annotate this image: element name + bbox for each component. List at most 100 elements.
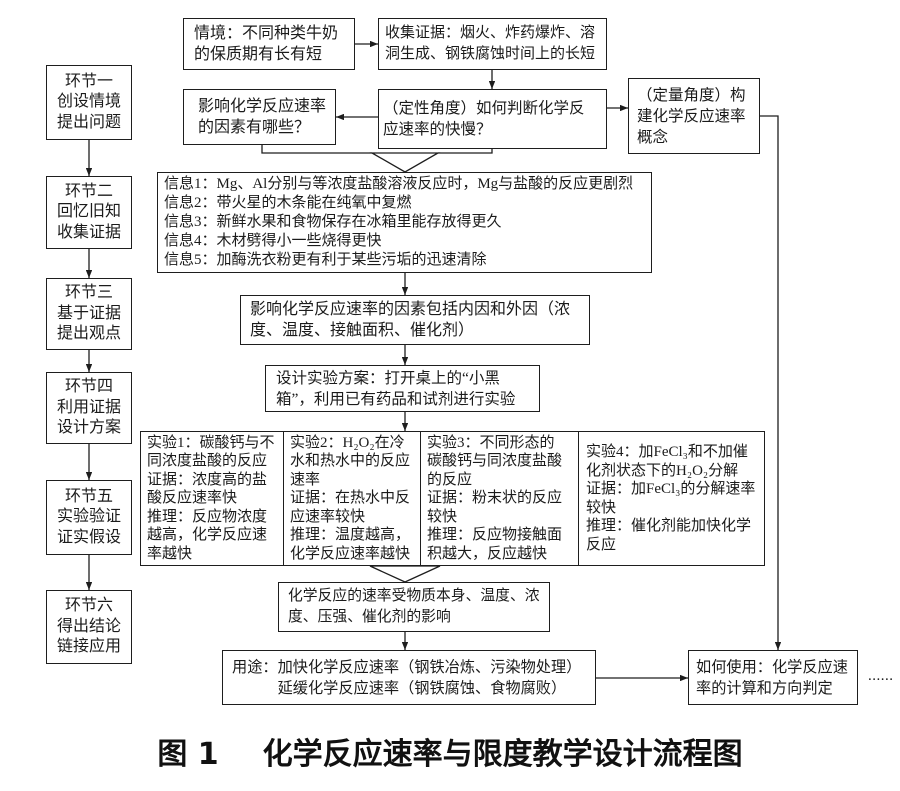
usage-line: 如何使用：化学反应速	[696, 658, 848, 676]
design-line: 设计实验方案：打开桌上的“小黑	[276, 369, 500, 387]
information-item: 信息3：新鲜水果和食物保存在冰箱里能存放得更久	[164, 214, 502, 230]
stage-box-5: 环节五 实验验证 证实假设	[46, 480, 132, 555]
continuation-ellipsis: ......	[868, 668, 894, 684]
quantitative-line: 概念	[637, 128, 669, 146]
stage-box-4: 环节四 利用证据 设计方案	[46, 372, 132, 444]
context-box: 情境：不同种类牛奶 的保质期有长有短	[183, 18, 355, 70]
experiment-line: 率越快	[147, 545, 193, 562]
experiment-line: 水和热水中的反应	[290, 453, 411, 470]
conclusion-box: 化学反应的速率受物质本身、温度、浓 度、压强、催化剂的影响	[278, 582, 550, 632]
evidence-line: 收集证据：烟火、炸药爆炸、溶	[385, 25, 596, 41]
experiment-line: 较快	[427, 508, 458, 525]
experiment-line: 证据：加FeCl₃的分解速率	[586, 481, 756, 497]
usage-box: 如何使用：化学反应速 率的计算和方向判定	[688, 650, 858, 705]
stage-label: 环节三	[64, 284, 113, 302]
design-line: 箱”，利用已有药品和试剂进行实验	[276, 390, 516, 408]
information-item: 信息2：带火星的木条能在纯氧中复燃	[164, 195, 412, 211]
factors-question-box: 影响化学反应速率 的因素有哪些？	[183, 89, 336, 145]
experiment-line: 同浓度盐酸的反应	[147, 453, 268, 470]
experiment-line: 越高，化学反应速	[147, 527, 268, 544]
experiment-line: 应速率较快	[290, 508, 366, 525]
application-box: 用途：加快化学反应速率（钢铁冶炼、污染物处理） 延缓化学反应速率（钢铁腐蚀、食物…	[222, 650, 596, 705]
application-line: 延缓化学反应速率（钢铁腐蚀、食物腐败）	[277, 679, 567, 697]
information-item: 信息1：Mg、Al分别与等浓度盐酸溶液反应时，Mg与盐酸的反应更剧烈	[164, 176, 634, 192]
stage-box-6: 环节六 得出结论 链接应用	[46, 590, 132, 664]
stage-description-line: 回忆旧知	[56, 203, 121, 221]
experiment-line: 积越大，反应越快	[427, 545, 548, 562]
experiment-line: 证据：浓度高的盐	[147, 471, 268, 488]
figure-title: 化学反应速率与限度教学设计流程图	[262, 737, 743, 772]
factors-question-line: 的因素有哪些？	[198, 119, 311, 136]
experiment-line: 实验2：H₂O₂在冷	[290, 434, 405, 451]
experiment-line: 化剂状态下的H₂O₂分解	[586, 462, 739, 479]
experiment-line: 推理：催化剂能加快化学	[586, 518, 752, 534]
stage-description-line: 基于证据	[56, 304, 121, 322]
arrow-quantitative-to-usage	[760, 115, 782, 650]
stage-description-line: 提出问题	[56, 113, 121, 131]
qualitative-line: 应速率的快慢？	[383, 121, 492, 138]
factors-question-line: 影响化学反应速率	[198, 98, 327, 115]
stage-description-line: 证实假设	[56, 528, 121, 546]
experiment-line: 实验1：碳酸钙与不	[147, 434, 275, 451]
stage-box-2: 环节二 回忆旧知 收集证据	[46, 176, 132, 249]
experiment-box-1: 实验1：碳酸钙与不 同浓度盐酸的反应 证据：浓度高的盐 酸反应速率快 推理：反应…	[140, 431, 284, 566]
experiment-line: 酸反应速率快	[147, 490, 238, 507]
evidence-line: 洞生成、钢铁腐蚀时间上的长短	[385, 46, 596, 62]
information-item: 信息4：木材劈得小一些烧得更快	[164, 233, 382, 249]
conclusion-line: 度、压强、催化剂的影响	[288, 609, 451, 625]
block-arrow-to-information	[369, 152, 441, 173]
information-item: 信息5：加酶洗衣粉更有利于某些污垢的迅速清除	[164, 252, 487, 268]
application-line: 用途：加快化学反应速率（钢铁冶炼、污染物处理）	[232, 658, 582, 676]
quantitative-line: 建化学反应速率	[637, 107, 746, 125]
figure-label: 图 1	[157, 737, 219, 772]
qualitative-line: （定性角度）如何判断化学反	[383, 100, 585, 117]
context-line: 情境：不同种类牛奶	[194, 25, 339, 42]
stage-description-line: 得出结论	[56, 617, 121, 635]
experiment-line: 速率	[290, 471, 321, 488]
stage-description-line: 实验验证	[56, 508, 121, 526]
experiment-box-3: 实验3：不同形态的 碳酸钙与同浓度盐酸 的反应 证据：粉末状的反应 较快 推理：…	[420, 431, 579, 566]
stage-description-line: 创设情境	[56, 93, 121, 111]
stage-description-line: 链接应用	[56, 638, 121, 656]
experiment-line: 的反应	[427, 471, 473, 488]
experiment-box-2: 实验2：H₂O₂在冷 水和热水中的反应 速率 证据：在热水中反 应速率较快 推理…	[283, 431, 421, 566]
context-line: 的保质期有长有短	[194, 46, 323, 63]
connector-qualitative-merge	[438, 149, 493, 154]
viewpoint-box: 影响化学反应速率的因素包括内因和外因（浓 度、温度、接触面积、催化剂）	[240, 295, 590, 345]
experiment-line: 反应	[586, 536, 617, 553]
viewpoint-line: 度、温度、接触面积、催化剂）	[250, 322, 475, 339]
experiment-line: 实验3：不同形态的	[427, 434, 555, 451]
stage-label: 环节五	[64, 487, 113, 505]
experiment-line: 化学反应速率越快	[290, 545, 411, 562]
experiment-design-box: 设计实验方案：打开桌上的“小黑 箱”，利用已有药品和试剂进行实验	[265, 365, 540, 412]
stage-description-line: 设计方案	[56, 419, 121, 437]
connector-factors-merge	[261, 145, 372, 154]
stage-label: 环节二	[64, 182, 113, 200]
experiment-line: 碳酸钙与同浓度盐酸	[427, 453, 563, 470]
stage-box-1: 环节一 创设情境 提出问题	[46, 65, 132, 140]
stage-description-line: 收集证据	[56, 223, 121, 241]
usage-line: 率的计算和方向判定	[696, 679, 833, 697]
quantitative-concept-box: （定量角度）构 建化学反应速率 概念	[628, 78, 760, 154]
experiment-box-4: 实验4：加FeCl₃和不加催 化剂状态下的H₂O₂分解 证据：加FeCl₃的分解…	[578, 431, 765, 566]
viewpoint-line: 影响化学反应速率的因素包括内因和外因（浓	[250, 301, 571, 318]
experiment-line: 较快	[586, 499, 617, 516]
experiment-line: 推理：反应物接触面	[427, 527, 563, 544]
quantitative-line: （定量角度）构	[637, 86, 746, 104]
conclusion-line: 化学反应的速率受物质本身、温度、浓	[288, 588, 540, 604]
experiment-line: 证据：在热水中反	[290, 490, 411, 507]
stage-box-3: 环节三 基于证据 提出观点	[46, 278, 132, 350]
experiment-line: 证据：粉末状的反应	[427, 490, 563, 507]
experiment-line: 推理：反应物浓度	[147, 508, 268, 525]
stage-description-line: 利用证据	[56, 398, 121, 416]
information-box: 信息1：Mg、Al分别与等浓度盐酸溶液反应时，Mg与盐酸的反应更剧烈 信息2：带…	[157, 172, 652, 273]
figure-caption: 图 1 化学反应速率与限度教学设计流程图	[0, 729, 900, 773]
evidence-box: 收集证据：烟火、炸药爆炸、溶 洞生成、钢铁腐蚀时间上的长短	[378, 18, 607, 70]
block-arrow-to-conclusion	[369, 565, 441, 583]
stage-label: 环节六	[64, 597, 113, 615]
stage-description-line: 提出观点	[56, 325, 121, 343]
stage-label: 环节四	[64, 378, 113, 396]
qualitative-question-box: （定性角度）如何判断化学反 应速率的快慢？	[378, 89, 607, 149]
